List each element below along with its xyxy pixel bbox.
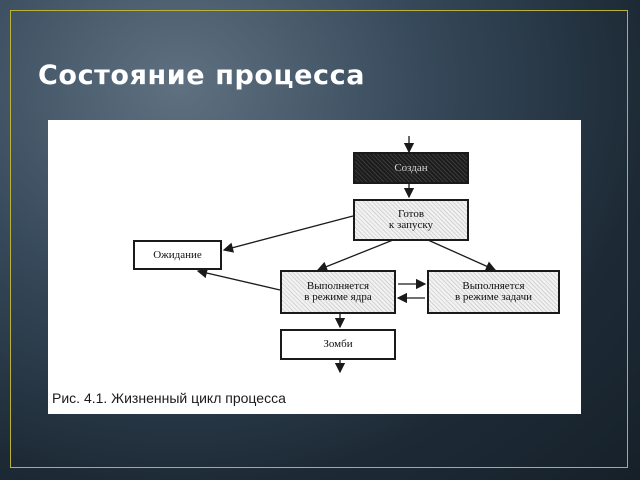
diagram-panel: Создан Готов к запуску Ожидание Выполняе… — [48, 120, 581, 414]
node-ready: Готов к запуску — [353, 199, 469, 241]
node-zombie: Зомби — [280, 329, 396, 360]
slide-title: Состояние процесса — [38, 60, 366, 91]
node-running-kernel: Выполняется в режиме ядра — [280, 270, 396, 314]
arrow-ready-waiting — [222, 215, 354, 253]
slide-frame — [10, 10, 628, 468]
arrow-ready-user — [427, 239, 497, 272]
node-waiting: Ожидание — [133, 240, 222, 270]
figure-caption: Рис. 4.1. Жизненный цикл процесса — [52, 390, 286, 406]
arrow-ready-kernel — [316, 239, 394, 272]
diagram-arrows — [196, 136, 497, 374]
arrow-kernel-waiting — [196, 267, 281, 291]
node-running-user: Выполняется в режиме задачи — [427, 270, 560, 314]
node-created: Создан — [353, 152, 469, 184]
